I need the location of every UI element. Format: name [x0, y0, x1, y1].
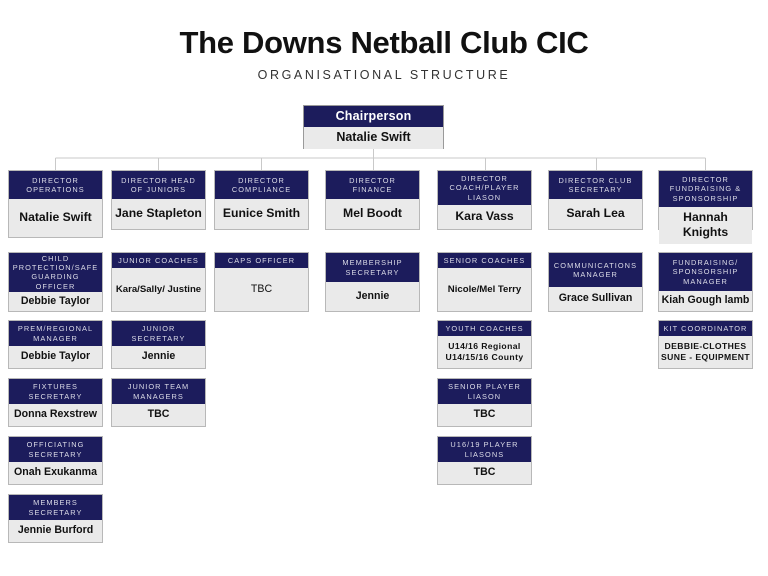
node-director-coach-player-liason[interactable]: DIRECTOR COACH/PLAYER LIASON Kara Vass: [437, 170, 532, 230]
junior-coaches-name: Kara/Sally/ Justine: [112, 268, 205, 311]
node-membership-secretary[interactable]: MEMBERSHIP SECRETARY Jennie: [325, 252, 420, 312]
fundraising-sponsorship-manager-name: Kiah Gough lamb: [659, 291, 752, 311]
membership-secretary-role: MEMBERSHIP SECRETARY: [326, 253, 419, 282]
prem-regional-manager-role: PREM/REGIONAL MANAGER: [9, 321, 102, 346]
director-finance-name: Mel Boodt: [326, 199, 419, 229]
fixtures-secretary-role: FIXTURES SECRETARY: [9, 379, 102, 404]
senior-coaches-role: SENIOR COACHES: [438, 253, 531, 269]
node-youth-coaches[interactable]: YOUTH COACHES U14/16 Regional U14/15/16 …: [437, 320, 532, 369]
director-compliance-name: Eunice Smith: [215, 199, 308, 229]
membership-secretary-name: Jennie: [326, 282, 419, 311]
u16-19-player-liasons-role: U16/19 PLAYER LIASONS: [438, 437, 531, 462]
director-operations-role: DIRECTOR OPERATIONS: [9, 171, 102, 199]
director-club-secretary-role: DIRECTOR CLUB SECRETARY: [549, 171, 642, 199]
director-fundraising-sponsorship-name: Hannah Knights: [659, 207, 752, 244]
senior-player-liason-role: SENIOR PLAYER LIASON: [438, 379, 531, 404]
page-subtitle: ORGANISATIONAL STRUCTURE: [257, 68, 511, 83]
junior-team-managers-role: JUNIOR TEAM MANAGERS: [112, 379, 205, 404]
youth-coaches-role: YOUTH COACHES: [438, 321, 531, 337]
child-protection-officer-role: CHILD PROTECTION/SAFE GUARDING OFFICER: [9, 253, 102, 292]
director-coach-player-liason-name: Kara Vass: [438, 204, 531, 229]
chairperson-role: Chairperson: [304, 106, 443, 127]
director-club-secretary-name: Sarah Lea: [549, 199, 642, 229]
node-u16-19-player-liasons[interactable]: U16/19 PLAYER LIASONS TBC: [437, 436, 532, 485]
director-fundraising-sponsorship-role: DIRECTOR FUNDRAISING & SPONSORSHIP: [659, 171, 752, 207]
node-director-fundraising-sponsorship[interactable]: DIRECTOR FUNDRAISING & SPONSORSHIP Hanna…: [658, 170, 753, 244]
director-head-of-juniors-role: DIRECTOR HEAD OF JUNIORS: [112, 171, 205, 199]
node-junior-secretary[interactable]: JUNIOR SECRETARY Jennie: [111, 320, 206, 369]
node-officiating-secretary[interactable]: OFFICIATING SECRETARY Onah Exukanma: [8, 436, 103, 485]
junior-secretary-role: JUNIOR SECRETARY: [112, 321, 205, 346]
node-senior-player-liason[interactable]: SENIOR PLAYER LIASON TBC: [437, 378, 532, 427]
members-secretary-role: MEMBERS SECRETARY: [9, 495, 102, 520]
junior-secretary-name: Jennie: [112, 346, 205, 368]
communications-manager-name: Grace Sullivan: [549, 287, 642, 311]
child-protection-officer-name: Debbie Taylor: [9, 291, 102, 311]
node-director-compliance[interactable]: DIRECTOR COMPLIANCE Eunice Smith: [214, 170, 309, 230]
prem-regional-manager-name: Debbie Taylor: [9, 346, 102, 368]
youth-coaches-name: U14/16 Regional U14/15/16 County: [438, 336, 531, 368]
officiating-secretary-name: Onah Exukanma: [9, 462, 102, 484]
director-finance-role: DIRECTOR FINANCE: [326, 171, 419, 199]
node-members-secretary[interactable]: MEMBERS SECRETARY Jennie Burford: [8, 494, 103, 543]
junior-team-managers-name: TBC: [112, 404, 205, 426]
junior-coaches-role: JUNIOR COACHES: [112, 253, 205, 269]
kit-coordinator-role: KIT COORDINATOR: [659, 321, 752, 337]
director-operations-name: Natalie Swift: [9, 199, 102, 237]
node-director-head-of-juniors[interactable]: DIRECTOR HEAD OF JUNIORS Jane Stapleton: [111, 170, 206, 230]
page-title: The Downs Netball Club CIC: [179, 25, 589, 60]
node-fundraising-sponsorship-manager[interactable]: FUNDRAISING/ SPONSORSHIP MANAGER Kiah Go…: [658, 252, 753, 312]
node-junior-coaches[interactable]: JUNIOR COACHES Kara/Sally/ Justine: [111, 252, 206, 312]
u16-19-player-liasons-name: TBC: [438, 462, 531, 484]
senior-player-liason-name: TBC: [438, 404, 531, 426]
node-director-operations[interactable]: DIRECTOR OPERATIONS Natalie Swift: [8, 170, 103, 238]
fundraising-sponsorship-manager-role: FUNDRAISING/ SPONSORSHIP MANAGER: [659, 253, 752, 291]
director-head-of-juniors-name: Jane Stapleton: [112, 199, 205, 229]
director-compliance-role: DIRECTOR COMPLIANCE: [215, 171, 308, 199]
node-junior-team-managers[interactable]: JUNIOR TEAM MANAGERS TBC: [111, 378, 206, 427]
node-chairperson[interactable]: Chairperson Natalie Swift: [303, 105, 444, 149]
node-director-club-secretary[interactable]: DIRECTOR CLUB SECRETARY Sarah Lea: [548, 170, 643, 230]
officiating-secretary-role: OFFICIATING SECRETARY: [9, 437, 102, 462]
node-director-finance[interactable]: DIRECTOR FINANCE Mel Boodt: [325, 170, 420, 230]
title-block: The Downs Netball Club CIC ORGANISATIONA…: [0, 25, 768, 83]
kit-coordinator-name: DEBBIE-CLOTHES SUNE - EQUIPMENT: [659, 336, 752, 368]
node-prem-regional-manager[interactable]: PREM/REGIONAL MANAGER Debbie Taylor: [8, 320, 103, 369]
node-kit-coordinator[interactable]: KIT COORDINATOR DEBBIE-CLOTHES SUNE - EQ…: [658, 320, 753, 369]
communications-manager-role: COMMUNICATIONS MANAGER: [549, 253, 642, 287]
node-communications-manager[interactable]: COMMUNICATIONS MANAGER Grace Sullivan: [548, 252, 643, 312]
chairperson-name: Natalie Swift: [304, 127, 443, 149]
fixtures-secretary-name: Donna Rexstrew: [9, 404, 102, 426]
node-caps-officer[interactable]: CAPS OFFICER TBC: [214, 252, 309, 312]
director-coach-player-liason-role: DIRECTOR COACH/PLAYER LIASON: [438, 171, 531, 205]
members-secretary-name: Jennie Burford: [9, 520, 102, 542]
node-fixtures-secretary[interactable]: FIXTURES SECRETARY Donna Rexstrew: [8, 378, 103, 427]
caps-officer-role: CAPS OFFICER: [215, 253, 308, 269]
node-child-protection-officer[interactable]: CHILD PROTECTION/SAFE GUARDING OFFICER D…: [8, 252, 103, 312]
node-senior-coaches[interactable]: SENIOR COACHES Nicole/Mel Terry: [437, 252, 532, 312]
senior-coaches-name: Nicole/Mel Terry: [438, 268, 531, 311]
caps-officer-name: TBC: [215, 268, 308, 311]
